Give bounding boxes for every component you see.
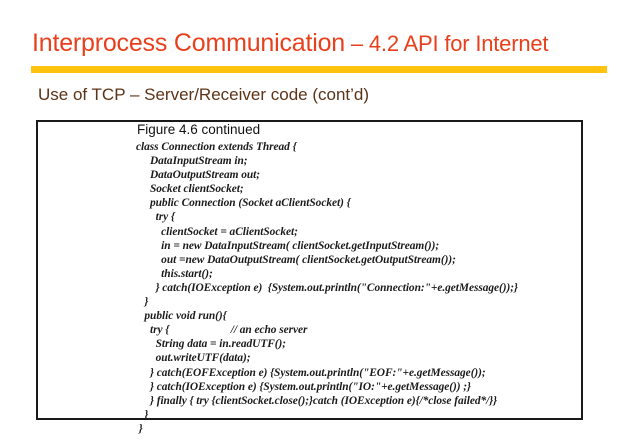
code-line: try { // an echo server xyxy=(136,324,308,337)
code-line: class Connection extends Thread { xyxy=(136,141,297,153)
page-title-separator: – xyxy=(345,31,369,56)
code-line: DataInputStream in; xyxy=(136,155,248,168)
code-line: DataOutputStream out; xyxy=(136,169,261,182)
code-line: out.writeUTF(data); xyxy=(136,352,251,365)
code-line: try { xyxy=(136,211,175,224)
figure-caption: Figure 4.6 continued xyxy=(137,122,261,137)
code-line: } xyxy=(136,408,149,421)
code-line: this.start(); xyxy=(136,267,213,280)
figure-frame xyxy=(36,120,583,420)
slide-subtitle: Use of TCP – Server/Receiver code (cont’… xyxy=(38,85,370,104)
code-line: } finally { try {clientSocket.close();}c… xyxy=(136,394,498,407)
page-title-main: Interprocess Communication xyxy=(32,29,345,57)
code-line: } xyxy=(136,422,143,435)
code-line: String data = in.readUTF(); xyxy=(136,338,287,351)
code-line: } catch(EOFException e) {System.out.prin… xyxy=(136,366,486,379)
code-line: out =new DataOutputStream( clientSocket.… xyxy=(136,253,456,266)
title-accent-rule xyxy=(31,66,607,73)
code-listing: class Connection extends Thread { DataIn… xyxy=(136,140,606,436)
code-line: public Connection (Socket aClientSocket)… xyxy=(136,197,351,210)
code-line: clientSocket = aClientSocket; xyxy=(136,225,298,238)
code-line: } xyxy=(136,296,149,309)
code-line: in = new DataInputStream( clientSocket.g… xyxy=(136,239,440,252)
code-line: } catch(IOException e) {System.out.print… xyxy=(136,281,518,294)
code-line: Socket clientSocket; xyxy=(136,183,244,196)
page-title-sub: 4.2 API for Internet xyxy=(368,31,549,56)
page-title: Interprocess Communication – 4.2 API for… xyxy=(32,28,612,59)
code-line: public void run(){ xyxy=(136,310,227,323)
code-line: } catch(IOException e) {System.out.print… xyxy=(136,380,471,393)
